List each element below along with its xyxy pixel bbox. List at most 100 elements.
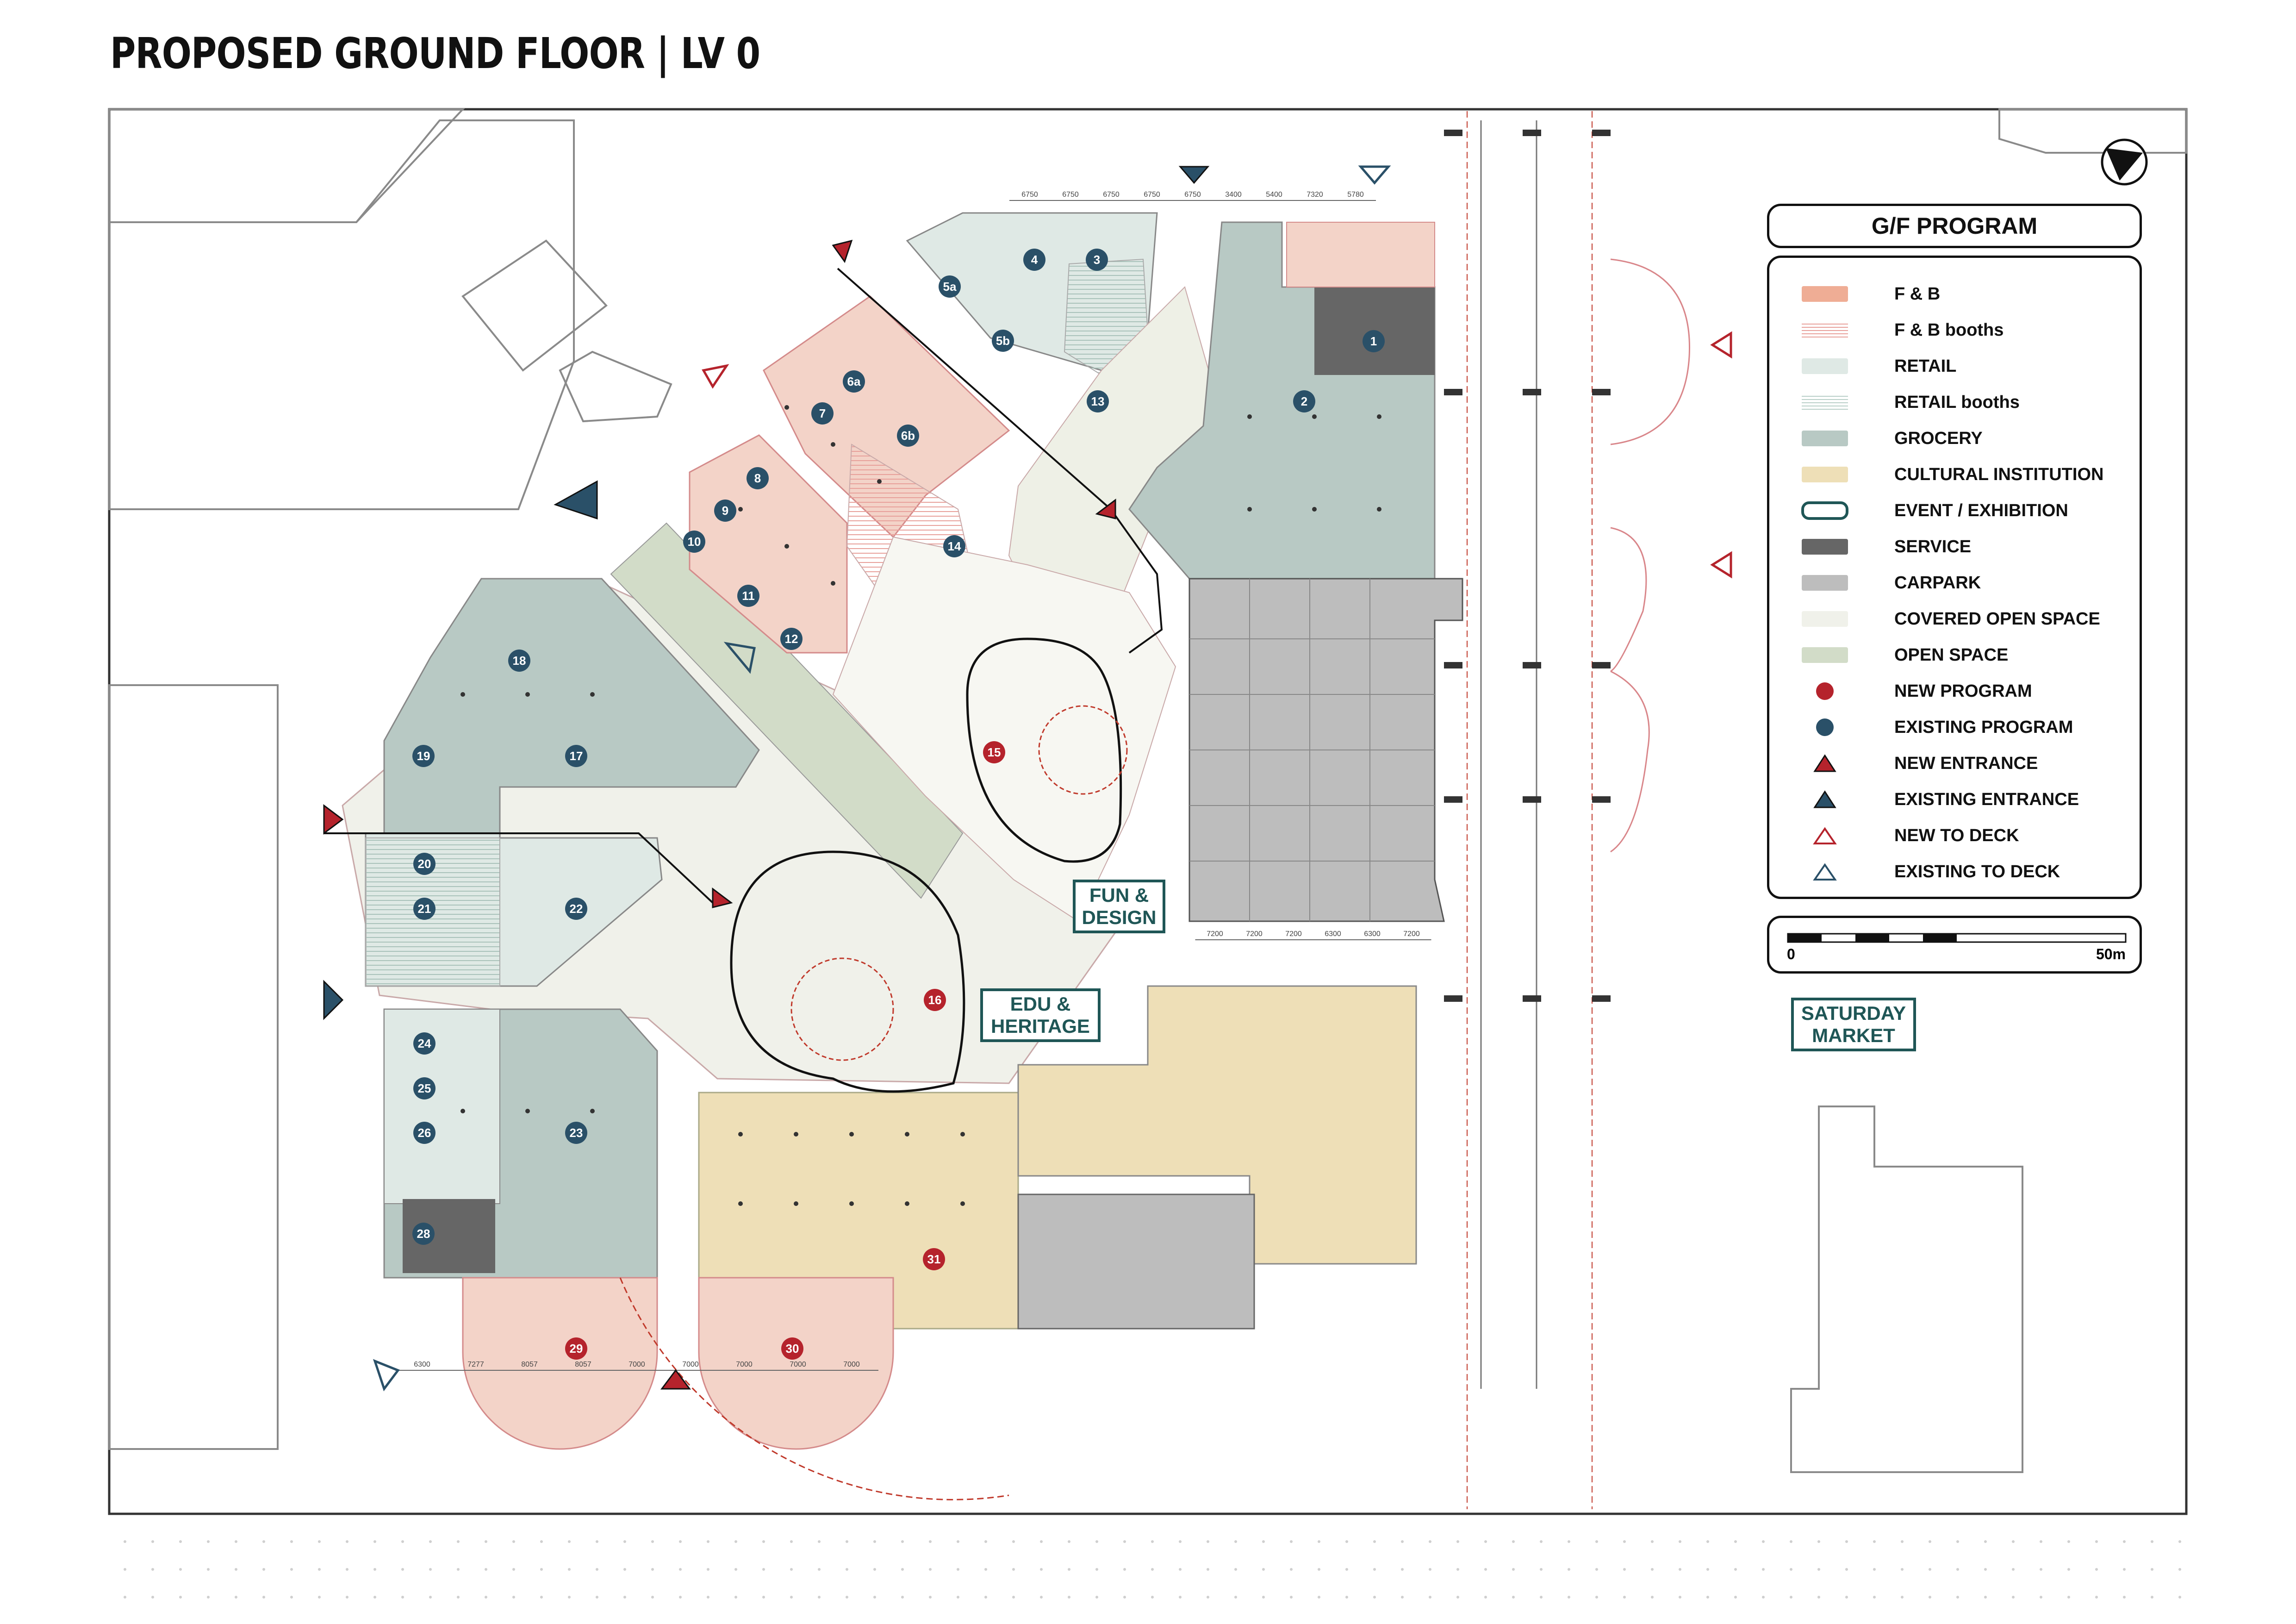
fnb-deck-29 (462, 1277, 658, 1450)
existing-program-dot (565, 1122, 587, 1144)
dimension-label: 7200 (1246, 930, 1263, 938)
program-number: 13 (1091, 394, 1105, 408)
legend-item: F & B booths (1797, 316, 2004, 344)
legend-item: EXISTING PROGRAM (1797, 713, 2073, 741)
dimension-label: 7200 (1207, 930, 1223, 938)
legend-swatch (1797, 572, 1853, 593)
fnb-deck-30 (698, 1277, 894, 1450)
existing-program-dot (737, 585, 759, 607)
program-number: 21 (418, 902, 431, 916)
legend-item: COVERED OPEN SPACE (1797, 605, 2100, 633)
existing-to-deck-southwest (373, 1359, 400, 1392)
program-number: 18 (513, 654, 526, 668)
legend-item: OPEN SPACE (1797, 641, 2008, 669)
program-marker-22: 22 (565, 898, 587, 920)
legend-label: EXISTING ENTRANCE (1894, 789, 2079, 809)
legend-swatch (1797, 789, 1853, 810)
dimension-label: 7000 (843, 1361, 860, 1368)
program-number: 14 (948, 539, 961, 553)
program-marker-25: 25 (413, 1077, 436, 1099)
program-marker-13: 13 (1087, 390, 1109, 412)
existing-program-dot (811, 402, 834, 425)
legend-item: SERVICE (1797, 533, 1971, 561)
legend-label: RETAIL (1894, 356, 1957, 376)
legend-swatch (1797, 825, 1853, 846)
legend-swatch (1797, 356, 1853, 377)
existing-program-dot (714, 500, 736, 522)
new-to-deck-east-2 (1710, 551, 1732, 579)
program-marker-21: 21 (413, 898, 436, 920)
existing-program-dot (565, 745, 587, 767)
new-entrance-north (832, 239, 853, 263)
program-marker-6a: 6a (843, 370, 865, 393)
dimension-label: 3400 (1225, 191, 1242, 199)
legend-label: CULTURAL INSTITUTION (1894, 464, 2104, 484)
existing-program-dot (780, 628, 803, 650)
program-number: 7 (819, 406, 826, 420)
program-number: 6b (901, 429, 915, 443)
zone-edu-heritage: EDU & HERITAGE (980, 988, 1101, 1042)
existing-entrance-north (1178, 166, 1210, 184)
legend-label: CARPARK (1894, 573, 1981, 593)
existing-program-dot (683, 531, 705, 553)
program-marker-12: 12 (780, 628, 803, 650)
existing-program-dot (747, 467, 769, 489)
program-number: 23 (570, 1126, 583, 1140)
road-markers (1444, 130, 1611, 1002)
event-loop-fun (966, 637, 1122, 863)
dimension-label: 7200 (1403, 930, 1420, 938)
circulation-arrows (324, 268, 1163, 904)
program-marker-8: 8 (747, 467, 769, 489)
rotunda-fun (1038, 705, 1128, 795)
carpark-south (1017, 1193, 1255, 1330)
dimension-label: 6750 (1103, 191, 1120, 199)
existing-program-dot (939, 275, 961, 298)
legend-swatch (1797, 861, 1853, 882)
legend-item: EVENT / EXHIBITION (1797, 497, 2068, 525)
legend-label: NEW PROGRAM (1894, 681, 2032, 701)
program-number: 15 (988, 745, 1001, 759)
program-marker-11: 11 (737, 585, 759, 607)
dimension-label: 6750 (1021, 191, 1038, 199)
dimension-label: 7000 (736, 1361, 753, 1368)
legend-label: COVERED OPEN SPACE (1894, 609, 2100, 629)
legend-swatch (1797, 392, 1853, 413)
legend-label: SERVICE (1894, 537, 1972, 556)
program-marker-31: 31 (923, 1248, 945, 1270)
new-entrance-central (712, 887, 733, 908)
new-program-dot (983, 741, 1005, 763)
program-number: 25 (418, 1081, 431, 1095)
legend-label: GROCERY (1894, 428, 1983, 448)
existing-program-dot (508, 650, 530, 672)
existing-program-dot (412, 1223, 435, 1245)
scale-bar: 0 50m (1767, 916, 2142, 974)
entrance-markers (323, 165, 1732, 1392)
existing-program-dot (1293, 390, 1315, 412)
existing-program-dot (1363, 330, 1385, 352)
existing-program-dot (897, 425, 919, 447)
legend-title: G/F PROGRAM (1767, 204, 2142, 248)
legend-label: F & B booths (1894, 320, 2004, 340)
legend-swatch (1797, 500, 1853, 521)
program-number: 22 (570, 902, 583, 916)
legend-label: EXISTING PROGRAM (1894, 717, 2073, 737)
program-marker-28: 28 (412, 1223, 435, 1245)
program-number: 16 (928, 993, 942, 1007)
legend-item: CULTURAL INSTITUTION (1797, 461, 2103, 488)
legend-label: NEW ENTRANCE (1894, 753, 2038, 773)
existing-program-dot (413, 1077, 436, 1099)
column-grid (460, 405, 1381, 1206)
dimension-label: 8057 (521, 1361, 538, 1368)
zone-fun-design: FUN & DESIGN (1073, 880, 1165, 933)
program-number: 9 (722, 504, 728, 518)
existing-program-dot (565, 898, 587, 920)
legend-label: RETAIL booths (1894, 392, 2020, 412)
existing-program-dot (1086, 249, 1108, 271)
program-marker-6b: 6b (897, 425, 919, 447)
east-stair-block (1286, 222, 1435, 287)
new-entrance-south (660, 1369, 691, 1390)
program-marker-26: 26 (413, 1122, 436, 1144)
program-number: 1 (1370, 334, 1377, 348)
